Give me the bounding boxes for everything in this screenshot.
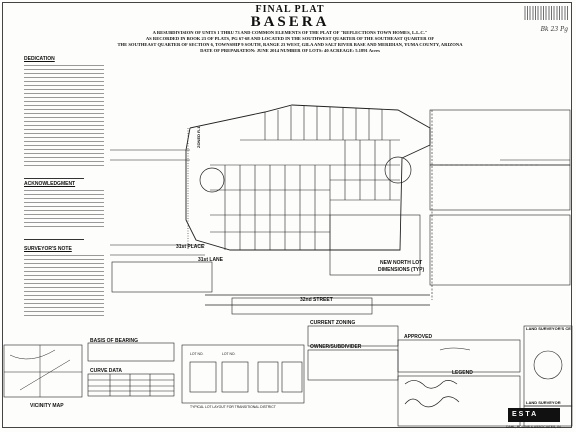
curve-data-heading: CURVE DATA <box>90 368 122 374</box>
zoning-label-west: ZONED R-1 <box>196 126 201 148</box>
lot-label-1: LOT NO. <box>190 352 204 356</box>
acknowledgment-text <box>24 188 104 227</box>
dimensions-typ-label: DIMENSIONS (TYP) <box>378 267 425 273</box>
firm-logo <box>508 408 560 422</box>
current-zoning-heading: CURRENT ZONING <box>310 320 356 326</box>
notary-signature <box>24 231 84 240</box>
approved-heading: APPROVED <box>404 334 433 340</box>
new-north-lot-label: NEW NORTH LOT <box>380 260 423 266</box>
plat-header: FINAL PLAT BASERA A RESUBDIVISION OF UNI… <box>110 4 470 54</box>
subtitle-line-1: A RESUBDIVISION OF UNITS 1 THRU 73 AND C… <box>152 30 428 35</box>
acknowledgment-heading: ACKNOWLEDGMENT <box>24 180 76 187</box>
subdivision-name: BASERA <box>250 14 330 30</box>
dedication-text <box>24 63 104 166</box>
subtitle-line-3: THE SOUTHEAST QUARTER OF SECTION 6, TOWN… <box>117 42 463 47</box>
place-31st-label: 31st PLACE <box>176 244 205 250</box>
preparation-line: DATE OF PREPARATION: JUNE 2014 NUMBER OF… <box>200 48 380 53</box>
owner-subdivider-heading: OWNER/SUBDIVIDER <box>310 344 362 350</box>
basis-of-bearing-heading: BASIS OF BEARING <box>90 338 139 344</box>
legend-heading: LEGEND <box>452 370 473 376</box>
sheet-border <box>2 2 572 428</box>
firm-logo-text: ESTA <box>512 411 539 418</box>
surveyors-note-heading: SURVEYOR'S NOTE <box>24 245 72 252</box>
recording-stamp <box>524 6 568 20</box>
handwritten-book-page: Bk 23 Pg <box>540 26 568 33</box>
left-notes-column: DEDICATION ACKNOWLEDGMENT SURVEYOR'S NOT… <box>24 56 104 320</box>
typical-lot-caption: TYPICAL LOT LAYOUT FOR TRANSITIONAL DIST… <box>190 405 276 409</box>
firm-name: DAHL, ROBINS & ASSOCIATES, IN <box>506 425 561 429</box>
surveyor-cert-heading: LAND SURVEYOR'S CE <box>526 326 571 331</box>
land-surveyor-heading: LAND SURVEYOR <box>526 400 561 405</box>
subtitle-line-2: AS RECORDED IN BOOK 23 OF PLATS, PG 67-6… <box>145 36 435 41</box>
vicinity-map-heading: VICINITY MAP <box>30 403 64 409</box>
dedication-signature <box>24 170 84 179</box>
plat-title-line: FINAL PLAT <box>255 4 325 15</box>
dedication-heading: DEDICATION <box>24 56 55 62</box>
surveyors-note-text <box>24 253 104 316</box>
lot-label-2: LOT NO. <box>222 352 236 356</box>
street-32nd-label: 32nd STREET <box>300 297 333 303</box>
lane-31st-label: 31st LANE <box>198 257 224 263</box>
